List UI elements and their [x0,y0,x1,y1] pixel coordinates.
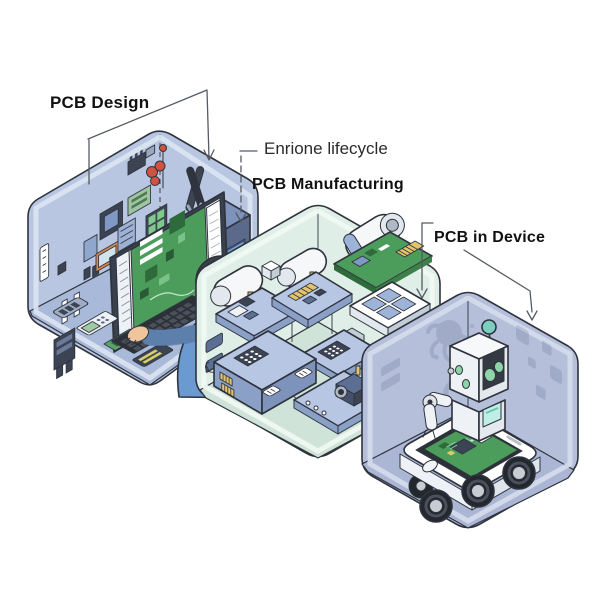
home-button [422,459,438,473]
robot-side-dot [462,379,470,389]
robot [422,319,509,442]
device-pointer-line [416,222,538,321]
robot-head [447,332,509,403]
annotations [87,89,538,321]
label-pcb-design: PCB Design [50,93,150,112]
robot-antenna-ball [481,319,497,335]
robot-side-dot [455,365,463,375]
robot-eye [493,361,505,373]
label-pcb-manufacturing: PCB Manufacturing [252,176,404,193]
assembly-platform-2 [271,271,353,329]
connector-station [213,330,317,415]
design-pointer-line [87,89,215,185]
roller-press-machine-mid [276,247,328,288]
robot-eye [483,368,497,382]
device-pcb [423,422,519,478]
manufacturing-stage-box [195,204,441,459]
screen-left-toolbar [115,250,133,341]
rover-wheels [419,456,536,523]
robot-arm [422,391,453,439]
rover-wheel [461,474,495,508]
rover-wheel [502,456,536,490]
label-pcb-in-device: PCB in Device [434,229,546,246]
rover-wheel [419,489,453,523]
person-arm [141,324,208,346]
red-pin-tool [146,144,167,189]
lifecycle-pointer-line [235,150,258,223]
label-lifecycle: Enrione lifecycle [264,139,388,158]
person-hand [124,325,150,347]
device-stage-box [361,291,579,529]
speaker-slot [506,435,522,446]
robot-body [451,399,506,442]
floating-cube [261,260,281,281]
